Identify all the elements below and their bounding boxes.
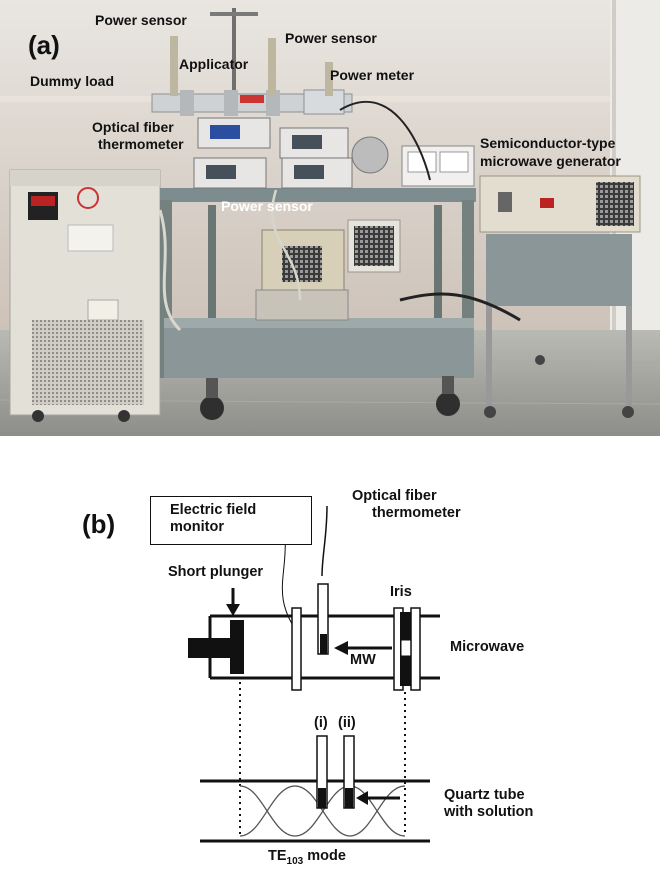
label-power-sensor-bottom: Power sensor [221,198,313,214]
panel-label-b: (b) [82,509,116,539]
microwave-generator [479,175,641,418]
mode-prefix: TE [268,848,287,864]
label-efield-line2: monitor [170,519,224,535]
label-mode: TE103 mode [268,848,346,870]
label-short-plunger: Short plunger [168,564,264,580]
label-dummy-load: Dummy load [30,73,115,89]
label-iris: Iris [390,584,412,600]
label-optical-fiber-line2: thermometer [98,136,184,152]
plunger-head [230,620,244,674]
label-efield-line1: Electric field [170,502,257,518]
label-optical-fiber-line1: Optical fiber [92,119,174,135]
label-position-i: (i) [314,715,328,731]
efield-monitor-box [150,496,312,545]
mode-subscript: 103 [286,855,304,867]
label-power-sensor-top: Power sensor [95,12,187,28]
label-mw: MW [350,652,376,668]
thermometer-fiber [321,505,328,577]
label-position-ii: (ii) [338,715,356,731]
panel-label-a: (a) [28,30,60,60]
chiller-unit [9,169,161,422]
label-quartz-line2: with solution [444,804,534,820]
label-power-sensor-right: Power sensor [285,30,377,46]
label-applicator: Applicator [179,56,249,72]
label-power-meter: Power meter [330,67,415,83]
lab-setup-photo: (a) Power sensor Power sensor Applicator… [0,0,660,436]
label-quartz-line1: Quartz tube [444,787,525,803]
instrument-stack [193,117,475,189]
iris-flange-right [410,607,421,691]
applicator-flange [291,607,302,691]
standing-wave-b [239,785,406,837]
label-generator-line1: Semiconductor-type [480,135,616,151]
mode-suffix: mode [303,848,346,864]
label-generator-line2: microwave generator [480,153,621,169]
waveguide-line [151,36,353,116]
plunger-rod [188,638,238,658]
label-microwave: Microwave [450,639,525,655]
label-thermometer-line1: Optical fiber [352,488,437,504]
label-thermometer-line2: thermometer [372,505,461,521]
waveguide-diagram: (b) Electric field monitor Optical fiber… [0,436,660,878]
equipment-cart [160,188,476,420]
